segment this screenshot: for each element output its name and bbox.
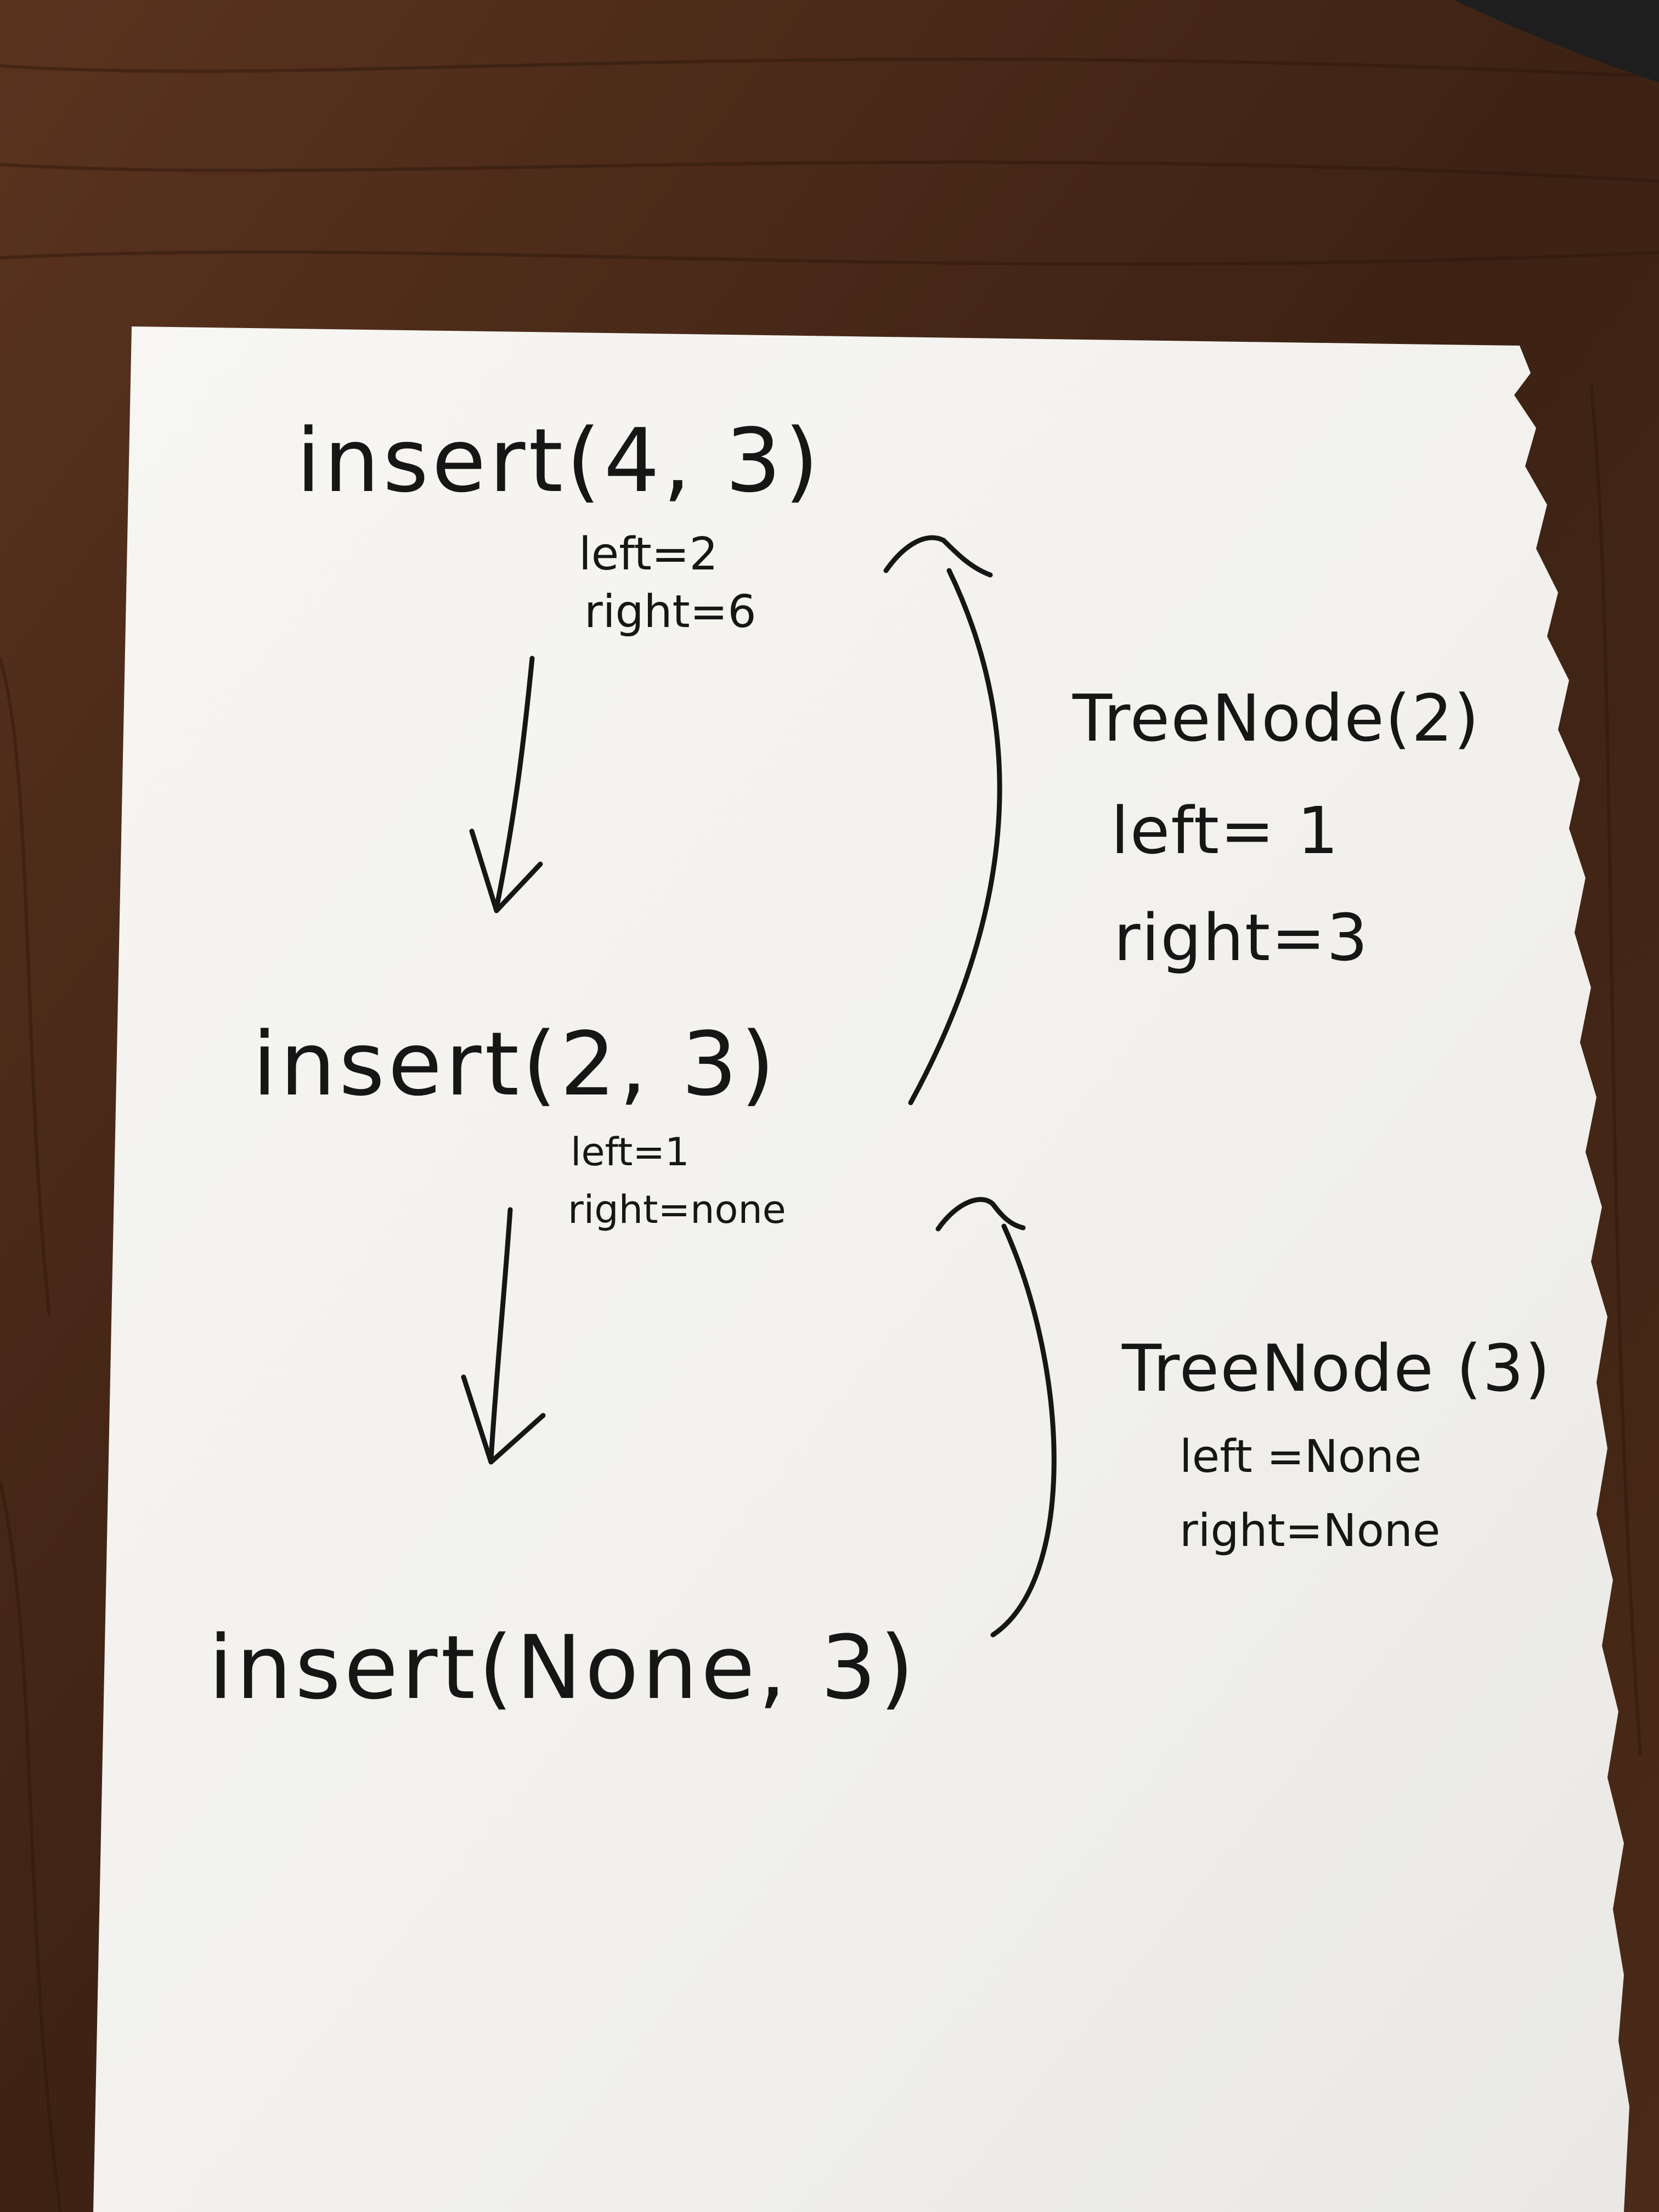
arrowhead-icon <box>461 1374 546 1465</box>
return-1-right-note: right=3 <box>1114 900 1369 975</box>
arrowhead-icon <box>469 828 543 913</box>
call-1-left-note: left=2 <box>579 528 718 580</box>
call-insert-4-3: insert(4, 3) <box>296 409 822 512</box>
call-insert-2-3: insert(2, 3) <box>252 1013 778 1115</box>
return-arc-icon <box>990 1223 1057 1638</box>
down-arrow-icon <box>494 656 535 911</box>
down-arrow-icon <box>488 1207 513 1462</box>
return-arc-icon <box>908 568 1002 1105</box>
call-2-left-note: left=1 <box>571 1130 690 1175</box>
return-1-left-note: left= 1 <box>1111 793 1340 868</box>
call-1-right-note: right=6 <box>584 586 757 638</box>
return-treenode-2: TreeNode(2) <box>1073 680 1480 756</box>
arrowhead-icon <box>883 535 993 578</box>
dark-object-corner <box>1454 0 1659 82</box>
paper-sheet <box>93 326 1629 2212</box>
return-2-right-note: right=None <box>1180 1505 1441 1557</box>
wood-grain <box>0 57 1659 2212</box>
return-2-left-note: left =None <box>1180 1431 1422 1483</box>
return-treenode-3: TreeNode (3) <box>1122 1330 1551 1406</box>
arrowhead-icon <box>935 1197 1026 1232</box>
call-insert-none-3: insert(None, 3) <box>208 1616 917 1719</box>
call-2-right-note: right=none <box>568 1187 786 1232</box>
